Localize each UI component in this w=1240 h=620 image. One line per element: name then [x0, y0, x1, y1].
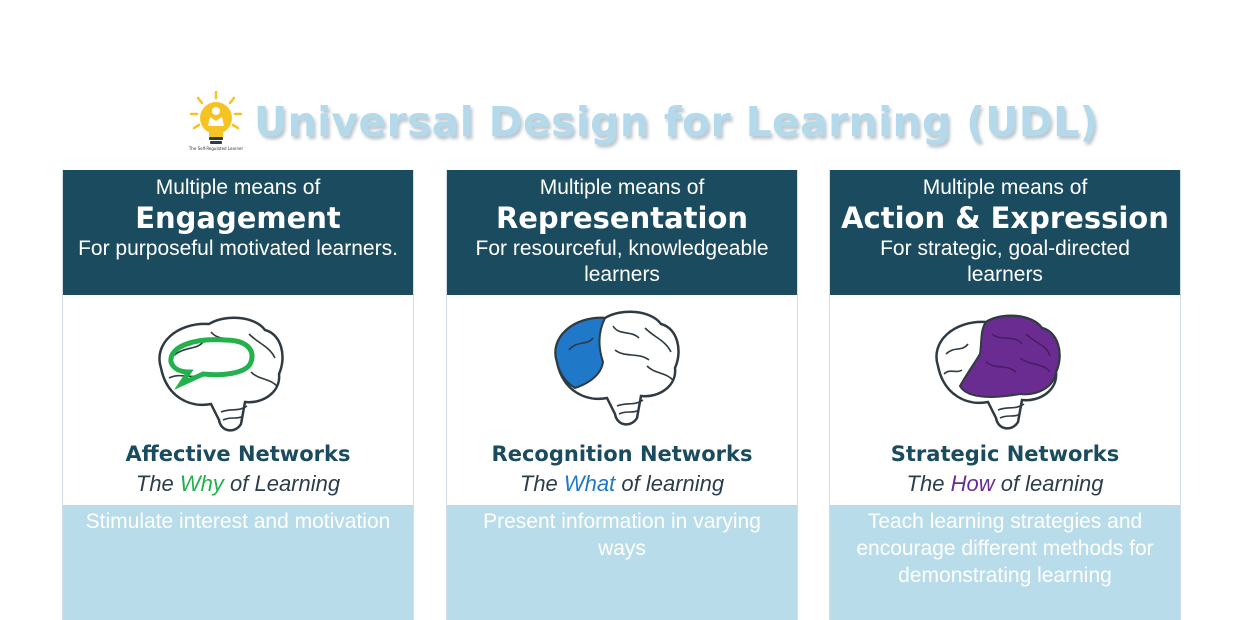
card-header: Multiple means of Representation For res…	[447, 170, 797, 295]
brain-limbic-highlight-icon	[63, 306, 413, 436]
network-subtitle: The How of learning	[830, 471, 1180, 497]
purpose-text: For purposeful motivated learners.	[78, 237, 398, 260]
subtitle-key: How	[950, 471, 995, 496]
engagement-card: Multiple means of Engagement For purpose…	[62, 170, 414, 620]
principle-title: Action & Expression	[841, 201, 1169, 235]
brain-posterior-highlight-icon	[447, 306, 797, 436]
subtitle-key: Why	[179, 471, 224, 496]
purpose-text: For resourceful, knowledgeable learners	[475, 237, 769, 286]
representation-card: Multiple means of Representation For res…	[446, 170, 798, 620]
card-description: Present information in varying ways	[447, 505, 797, 620]
network-title: Strategic Networks	[890, 442, 1120, 466]
subtitle-key: What	[563, 471, 616, 496]
subtitle-pre: The	[906, 471, 951, 496]
network-title: Recognition Networks	[491, 442, 753, 466]
subtitle-post: of learning	[615, 471, 725, 496]
page-title: Universal Design for Learning (UDL)	[254, 98, 1099, 146]
principle-title: Representation	[495, 201, 749, 235]
subtitle-pre: The	[519, 471, 564, 496]
subtitle-post: of Learning	[223, 471, 341, 496]
subtitle-post: of learning	[994, 471, 1104, 496]
logo-caption: The Self-Regulated Learner	[188, 146, 244, 151]
means-label: Multiple means of	[539, 176, 705, 199]
card-header: Multiple means of Action & Expression Fo…	[830, 170, 1180, 295]
subtitle-pre: The	[135, 471, 180, 496]
action-expression-card: Multiple means of Action & Expression Fo…	[829, 170, 1181, 620]
card-description: Teach learning strategies and encourage …	[830, 505, 1180, 620]
network-subtitle: The Why of Learning	[63, 471, 413, 497]
lightbulb-person-icon	[188, 90, 244, 156]
means-label: Multiple means of	[922, 176, 1088, 199]
network-title: Affective Networks	[125, 442, 351, 466]
brain-frontal-highlight-icon	[830, 306, 1180, 436]
purpose-text: For strategic, goal-directed learners	[880, 237, 1130, 286]
network-subtitle: The What of learning	[447, 471, 797, 497]
header: The Self-Regulated Learner Universal Des…	[188, 88, 1098, 160]
principle-title: Engagement	[135, 201, 341, 235]
card-description: Stimulate interest and motivation	[63, 505, 413, 620]
card-header: Multiple means of Engagement For purpose…	[63, 170, 413, 295]
means-label: Multiple means of	[155, 176, 321, 199]
